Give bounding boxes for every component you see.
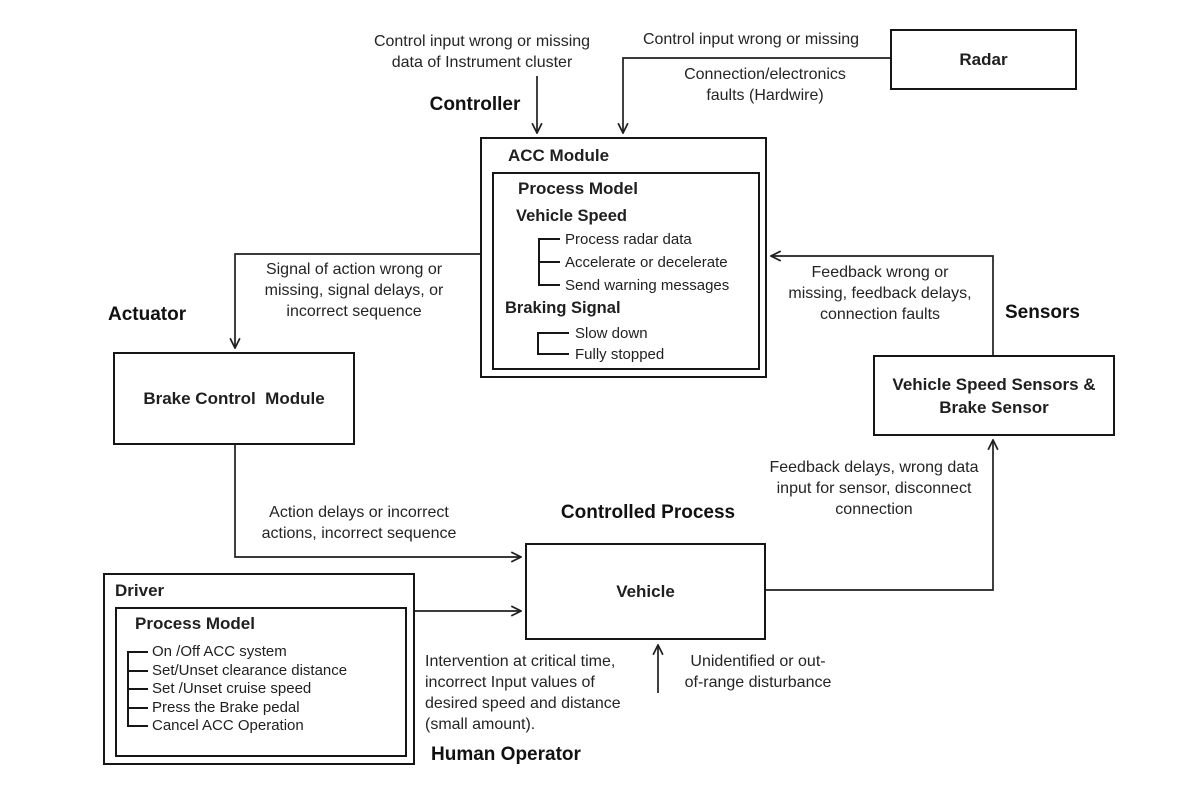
vehicle-speed-section-title: Vehicle Speed bbox=[516, 207, 627, 225]
process-model-item: Set /Unset cruise speed bbox=[127, 680, 405, 699]
acc-process-model-box: Process Model Vehicle Speed Process rada… bbox=[492, 172, 760, 370]
process-model-item: Press the Brake pedal bbox=[127, 699, 405, 718]
process-model-item: Accelerate or decelerate bbox=[538, 251, 758, 274]
process-model-item: Set/Unset clearance distance bbox=[127, 662, 405, 681]
note-feedback-delays: Feedback delays, wrong data input for se… bbox=[769, 459, 979, 518]
process-model-item: Slow down bbox=[537, 323, 758, 344]
role-label-human-operator: Human Operator bbox=[431, 744, 581, 765]
vehicle-speed-item-list: Process radar data Accelerate or deceler… bbox=[494, 228, 758, 297]
note-disturbance: Unidentified or out- of-range disturbanc… bbox=[684, 653, 832, 691]
brake-control-module-box: Brake Control Module bbox=[113, 352, 355, 445]
acc-process-model-title: Process Model bbox=[518, 179, 638, 198]
driver-box: Driver Process Model On /Off ACC system … bbox=[103, 573, 415, 765]
role-label-controlled-process: Controlled Process bbox=[560, 502, 736, 523]
process-model-item: Fully stopped bbox=[537, 344, 758, 365]
note-action-delays: Action delays or incorrect actions, inco… bbox=[261, 504, 457, 542]
process-model-item: Send warning messages bbox=[538, 274, 758, 297]
driver-process-model-title: Process Model bbox=[135, 614, 255, 633]
vehicle-speed-sensors-box: Vehicle Speed Sensors & Brake Sensor bbox=[873, 355, 1115, 436]
radar-box: Radar bbox=[890, 29, 1077, 90]
note-radar-control-input: Control input wrong or missing bbox=[642, 31, 860, 48]
note-acc-to-brake-signal: Signal of action wrong or missing, signa… bbox=[264, 261, 444, 320]
process-model-item: On /Off ACC system bbox=[127, 643, 405, 662]
acc-module-title: ACC Module bbox=[508, 146, 610, 165]
vehicle-box: Vehicle bbox=[525, 543, 766, 640]
acc-module-box: ACC Module Process Model Vehicle Speed P… bbox=[480, 137, 767, 378]
driver-box-title: Driver bbox=[115, 581, 165, 600]
process-model-item: Process radar data bbox=[538, 228, 758, 251]
role-label-actuator: Actuator bbox=[108, 304, 187, 325]
braking-signal-item-list: Slow down Fully stopped bbox=[494, 323, 758, 365]
note-sensors-feedback: Feedback wrong or missing, feedback dela… bbox=[788, 264, 972, 323]
note-controller-input: Control input wrong or missing data of I… bbox=[373, 33, 591, 71]
note-driver-intervention: Intervention at critical time, incorrect… bbox=[425, 653, 621, 733]
brake-control-module-title: Brake Control Module bbox=[143, 389, 325, 408]
braking-signal-section-title: Braking Signal bbox=[505, 299, 621, 317]
driver-process-model-list: On /Off ACC system Set/Unset clearance d… bbox=[117, 643, 405, 736]
driver-process-model-box: Process Model On /Off ACC system Set/Uns… bbox=[115, 607, 407, 757]
role-label-sensors: Sensors bbox=[1005, 302, 1080, 323]
vehicle-box-title: Vehicle bbox=[616, 582, 675, 601]
radar-box-title: Radar bbox=[959, 50, 1008, 69]
process-model-item: Cancel ACC Operation bbox=[127, 717, 405, 736]
note-radar-connection-faults: Connection/electronics faults (Hardwire) bbox=[684, 66, 846, 104]
role-label-controller: Controller bbox=[429, 94, 521, 115]
vehicle-speed-sensors-title: Vehicle Speed Sensors & Brake Sensor bbox=[892, 374, 1096, 417]
